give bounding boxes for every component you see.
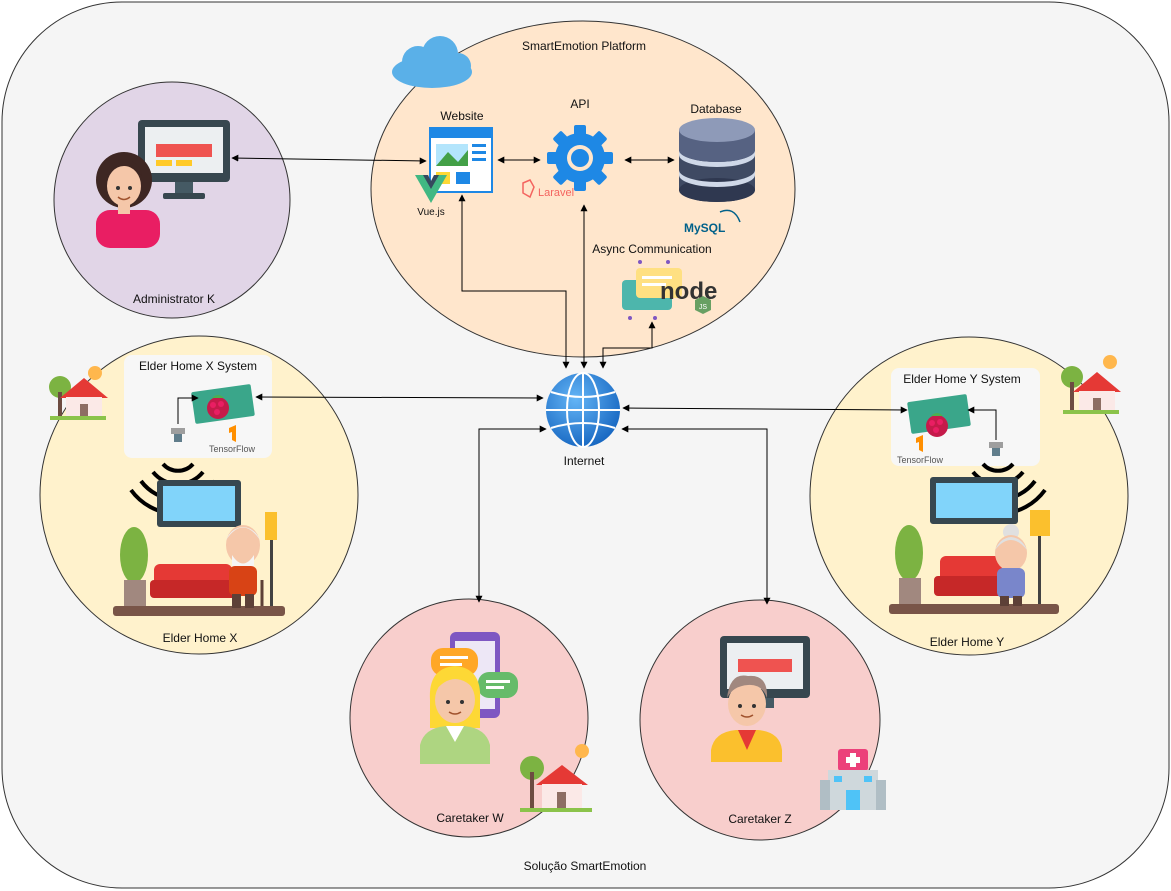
laravel-logo-text: Laravel <box>538 187 574 199</box>
internet-group: Internet <box>546 372 620 468</box>
admin-circle <box>53 81 291 319</box>
elder-y-system-label: Elder Home Y System <box>903 372 1021 386</box>
elder-home-x-label: Elder Home X <box>163 631 238 645</box>
async-label: Async Communication <box>592 242 711 256</box>
home-y-house-icon <box>1061 355 1121 414</box>
arrow-async-internet <box>599 321 656 369</box>
caretaker-w-avatar-icon <box>420 666 490 764</box>
elder-home-y-label: Elder Home Y <box>930 635 1004 649</box>
message-queue-icon <box>622 260 682 320</box>
living-room-x-icon <box>113 480 285 616</box>
caretaker-w-label: Caretaker W <box>436 811 504 825</box>
arrow-internet-caretaker-z <box>621 425 771 605</box>
caretaker-w-group: Caretaker W <box>349 598 592 838</box>
sensor-camera-y-icon <box>989 442 1003 456</box>
home-x-house-icon <box>49 366 108 420</box>
caretaker-z-avatar-icon <box>711 675 782 762</box>
platform-title: SmartEmotion Platform <box>522 39 646 53</box>
elder-home-y-group: Elder Home Y System TensorFlow <box>809 336 1129 656</box>
elder-home-x-group: Elder Home X System TensorFlow <box>39 335 359 655</box>
api-label: API <box>570 97 589 111</box>
caretaker-z-group: Caretaker Z <box>639 599 886 841</box>
cloud-icon <box>392 36 472 88</box>
node-sub-text: JS <box>699 304 708 311</box>
hospital-icon <box>820 749 886 810</box>
vue-logo-text: Vue.js <box>417 207 444 218</box>
gear-icon <box>547 125 613 191</box>
internet-label: Internet <box>564 454 605 468</box>
tensorflow-logo-icon: TensorFlow <box>209 425 256 454</box>
globe-icon <box>546 372 620 448</box>
tf-y-logo-text: TensorFlow <box>897 455 944 465</box>
sensor-camera-icon <box>171 428 185 442</box>
solution-label: Solução SmartEmotion <box>524 859 647 873</box>
mysql-logo-text: MySQL <box>684 221 725 235</box>
website-label: Website <box>440 109 483 123</box>
mysql-logo-icon: MySQL <box>684 209 741 235</box>
arrow-internet-elder-y <box>622 404 908 414</box>
connectors <box>177 154 997 605</box>
arrow-website-internet <box>458 194 570 369</box>
tensorflow-logo-y-icon: TensorFlow <box>897 435 944 465</box>
raspberry-pi-y-icon <box>907 394 971 437</box>
admin-avatar-icon <box>96 152 160 248</box>
tf-x-logo-text: TensorFlow <box>209 444 256 454</box>
elder-x-system-label: Elder Home X System <box>139 359 257 373</box>
admin-label: Administrator K <box>133 292 215 306</box>
elderly-man-icon <box>226 525 264 608</box>
database-label: Database <box>690 102 742 116</box>
admin-computer-icon <box>138 120 230 199</box>
vue-logo-icon: Vue.js <box>415 175 447 218</box>
raspberry-pi-icon <box>191 384 255 424</box>
node-logo-icon: node JS <box>660 278 717 314</box>
platform-group: SmartEmotion Platform Website Vue.js <box>370 20 796 358</box>
database-icon <box>679 118 755 202</box>
elderly-woman-icon <box>995 524 1027 606</box>
caretaker-w-house-icon <box>520 744 592 812</box>
arrow-sensor-x-raspberry <box>177 394 199 424</box>
caretaker-z-label: Caretaker Z <box>728 812 791 826</box>
arrow-internet-caretaker-w <box>475 425 547 603</box>
arrow-elder-x-internet <box>255 393 544 402</box>
arrow-admin-website <box>231 154 427 165</box>
admin-group: Administrator K <box>53 81 291 319</box>
living-room-y-icon <box>889 477 1059 614</box>
arrow-sensor-y-raspberry <box>967 406 997 440</box>
